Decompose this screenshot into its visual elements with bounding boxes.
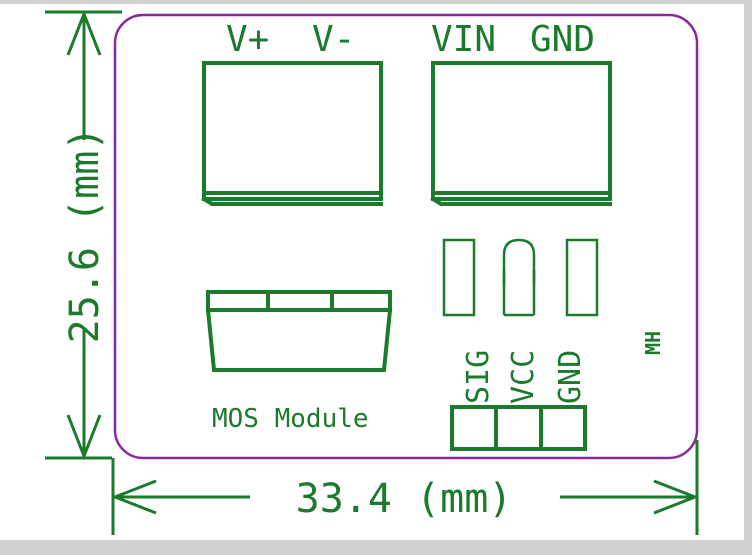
bottom-bar (0, 540, 752, 555)
top-bar (0, 0, 752, 4)
mosfet-footprint (205, 290, 393, 372)
height-dimension (45, 9, 122, 461)
pin-header (450, 405, 587, 451)
component-pad-right (565, 238, 599, 317)
label-v-plus: V+ (226, 19, 269, 60)
component-pad-middle (502, 238, 536, 317)
width-dimension-label: 33.4 (mm) (296, 476, 513, 522)
width-dimension (110, 440, 700, 535)
terminal-block-output (201, 61, 383, 206)
module-name: MOS Module (212, 404, 369, 434)
terminal-block-input (430, 61, 612, 206)
pin-label-gnd: GND (553, 350, 588, 404)
height-dimension-label: 25.6 (mm) (62, 127, 108, 344)
label-vin: VIN (431, 19, 496, 60)
board-outline (113, 13, 699, 460)
pin-label-sig: SIG (461, 350, 496, 404)
right-bar (744, 0, 752, 555)
pin-label-vcc: VCC (506, 350, 541, 404)
component-pad-left (442, 238, 476, 317)
label-v-minus: V- (312, 19, 355, 60)
label-gnd-input: GND (530, 19, 595, 60)
brand-logo: MH (641, 331, 665, 355)
